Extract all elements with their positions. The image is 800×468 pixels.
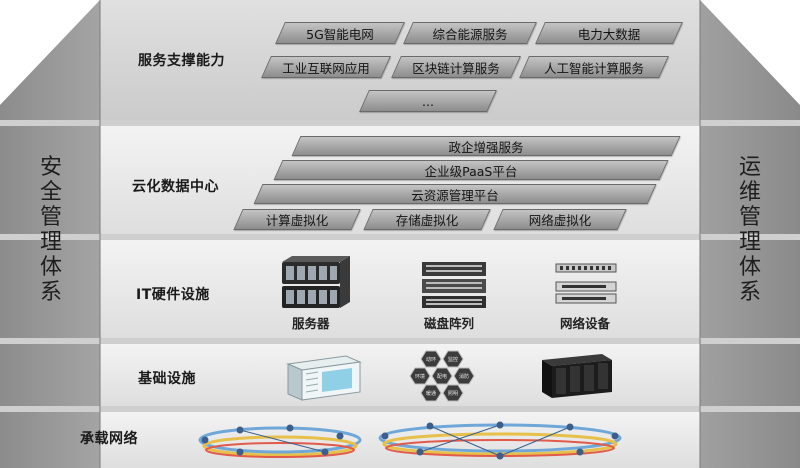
network-device-icon xyxy=(556,264,616,303)
server-caption: 服务器 xyxy=(292,313,330,332)
service-tile: 区块链计算服务 xyxy=(396,56,516,78)
ups-battery-cabinet-icon xyxy=(542,354,612,398)
server-icon xyxy=(282,256,350,308)
disk-array-caption: 磁盘阵列 xyxy=(424,313,474,332)
precision-air-conditioner-icon xyxy=(288,356,360,400)
network-layer-label: 承载网络 xyxy=(80,428,138,448)
service-tile: 人工智能计算服务 xyxy=(524,56,664,78)
service-tile: 5G智能电网 xyxy=(280,22,400,44)
it-layer-label: IT硬件设施 xyxy=(136,284,210,304)
hex-text: 监控 xyxy=(448,356,458,363)
cloud-layer-label: 云化数据中心 xyxy=(132,176,219,196)
hex-text: 消防 xyxy=(459,373,469,380)
service-tile: 工业互联网应用 xyxy=(266,56,386,78)
hex-text: 配电 xyxy=(437,373,447,380)
cloud-service-bar: 政企增强服务 xyxy=(296,136,676,156)
virtualization-bar: 计算虚拟化 xyxy=(238,209,356,230)
facility-hex-cluster: 动环 监控 环境 配电 消防 暖通 照明 xyxy=(404,348,488,404)
disk-array-icon xyxy=(422,262,486,308)
infra-layer-label: 基础设施 xyxy=(138,368,196,388)
cloud-service-bar: 企业级PaaS平台 xyxy=(278,160,664,180)
hex-text: 照明 xyxy=(448,391,458,397)
service-tile: 综合能源服务 xyxy=(408,22,532,44)
service-tile: 电力大数据 xyxy=(540,22,678,44)
virtualization-bar: 网络虚拟化 xyxy=(498,209,622,230)
network-device-caption: 网络设备 xyxy=(560,313,610,332)
virtualization-bar: 存储虚拟化 xyxy=(368,209,486,230)
service-tile: ... xyxy=(364,90,492,112)
service-layer-label: 服务支撑能力 xyxy=(138,50,225,70)
hex-text: 环境 xyxy=(415,373,425,380)
cloud-service-bar: 云资源管理平台 xyxy=(258,184,652,204)
operations-management-system-label: 运维管理体系 xyxy=(735,155,765,305)
security-management-system-label: 安全管理体系 xyxy=(36,155,66,305)
hex-text: 动环 xyxy=(426,356,436,363)
hex-text: 暖通 xyxy=(426,390,436,397)
